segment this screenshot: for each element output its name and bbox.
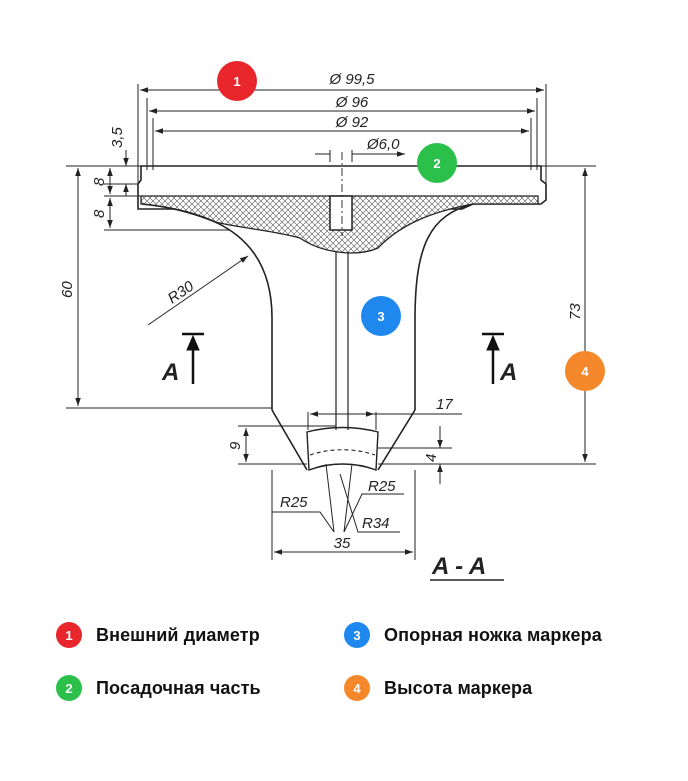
legend-item-2: 2 Посадочная часть (56, 675, 261, 701)
legend-badge: 3 (344, 622, 370, 648)
bottom-cone (271, 409, 416, 471)
bottom-dashed-arc (309, 449, 376, 456)
legend-badge: 2 (56, 675, 82, 701)
legend-badge: 1 (56, 622, 82, 648)
svg-text:2: 2 (433, 156, 440, 171)
legend-label: Внешний диаметр (96, 624, 260, 645)
dim-height-60: 60 (59, 281, 76, 298)
dim-inner-diameter: Ø 92 (335, 114, 369, 131)
right-flank (414, 203, 474, 410)
dim-width-17: 17 (436, 396, 453, 413)
svg-text:1: 1 (233, 74, 240, 89)
section-marker-right: A (499, 359, 517, 386)
section-marker-left: A (161, 359, 179, 386)
dim-hole-diameter: Ø6,0 (366, 136, 400, 153)
badge-3: 3 (361, 296, 401, 336)
legend-label: Опорная ножка маркера (384, 624, 602, 645)
legend-label: Высота маркера (384, 677, 533, 698)
dim-rim-height: 3,5 (109, 126, 126, 148)
bottom-face (306, 426, 379, 471)
dim-width-35: 35 (334, 535, 351, 552)
dim-height-4: 4 (423, 454, 440, 462)
dimension-lines (66, 84, 596, 560)
section-arrows (182, 332, 504, 384)
dim-radius-25-left: R25 (280, 494, 308, 511)
dim-radius-25-right: R25 (368, 478, 396, 495)
dim-mid-diameter: Ø 96 (335, 94, 369, 111)
part-body (137, 152, 547, 471)
legend-item-3: 3 Опорная ножка маркера (344, 622, 602, 648)
dim-height-73: 73 (567, 303, 584, 320)
svg-text:3: 3 (377, 309, 384, 324)
dim-outer-diameter: Ø 99,5 (328, 71, 375, 88)
dim-plate-height-2: 8 (91, 209, 108, 218)
left-flank (141, 203, 273, 410)
section-title: A - A (431, 553, 486, 580)
legend-badge: 4 (344, 675, 370, 701)
badge-2: 2 (417, 143, 457, 183)
dim-plate-height-1: 8 (91, 177, 108, 186)
legend-item-4: 4 Высота маркера (344, 675, 532, 701)
stem (335, 252, 349, 430)
dim-radius-30: R30 (165, 277, 198, 307)
dim-radius-34: R34 (362, 515, 390, 532)
legend-item-1: 1 Внешний диаметр (56, 622, 260, 648)
badge-1: 1 (217, 61, 257, 101)
badge-4: 4 (565, 351, 605, 391)
dim-height-9: 9 (227, 441, 244, 450)
svg-text:4: 4 (581, 364, 589, 379)
legend-label: Посадочная часть (96, 677, 261, 698)
center-hole (329, 195, 353, 231)
